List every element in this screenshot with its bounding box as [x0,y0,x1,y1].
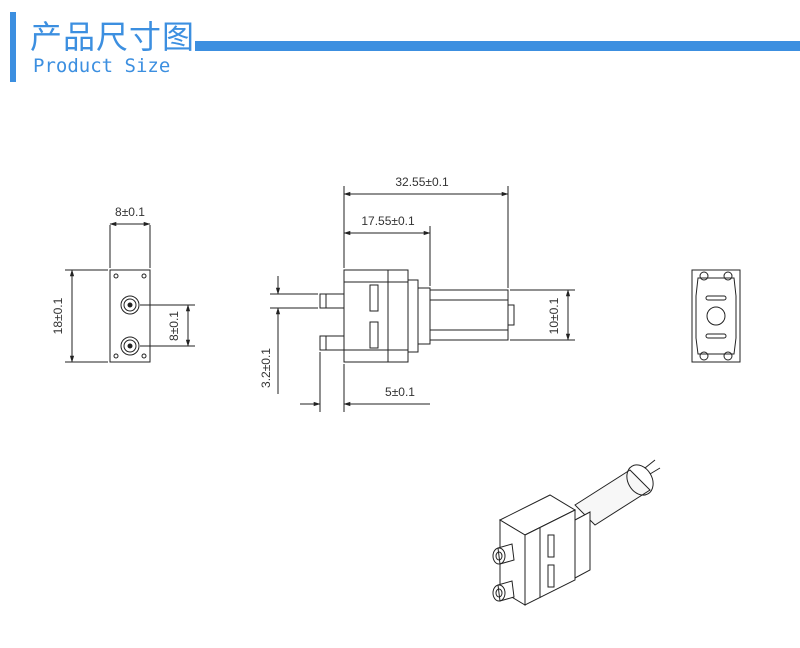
rear-terminal [705,333,727,339]
front-view-body [109,269,151,363]
front-port-upper [120,295,140,315]
rear-view [691,269,741,363]
header-accent-bar [10,12,16,82]
iso-port-lower [492,584,506,602]
rear-mount-hole [699,351,709,361]
side-flange [417,287,431,345]
dim-label-side-motor-height: 10±0.1 [547,297,561,334]
front-port-lower [120,336,140,356]
iso-motor-terminal [644,459,656,469]
side-connector [407,279,419,353]
side-port-upper [319,293,345,309]
front-port-lower-center [127,343,133,349]
iso-port-upper-body [497,543,515,565]
iso-motor-terminal [649,467,661,475]
side-head-slot [369,321,379,349]
dim-label-side-total-length: 32.55±0.1 [395,175,449,189]
rear-view-inner [695,277,737,355]
front-port-upper-inner [123,298,137,312]
side-motor-terminal [507,304,515,326]
dim-label-side-head-length: 17.55±0.1 [361,214,415,228]
iso-connector [574,511,591,579]
side-port-lower [319,335,345,351]
page-title-chinese: 产品尺寸图 [30,18,196,56]
side-head-slot [369,284,379,312]
iso-port-upper-inner [495,551,503,561]
front-view [65,221,195,363]
page-title-english: Product Size [33,55,171,77]
front-mount-hole [113,353,119,359]
dim-label-front-height: 18±0.1 [51,297,65,334]
front-mount-hole [113,273,119,279]
dim-label-front-width: 8±0.1 [115,205,145,219]
iso-port-lower-body [497,580,515,602]
front-port-lower-inner [123,339,137,353]
iso-head-slot [547,564,555,588]
rear-terminal [705,295,727,301]
rear-mount-hole [723,271,733,281]
side-motor [429,289,509,341]
front-mount-hole [141,273,147,279]
rear-shaft [706,306,726,326]
isometric-view [492,459,661,606]
rear-mount-hole [699,271,709,281]
side-view [270,186,575,412]
header-rule [195,41,800,51]
dim-label-side-port-offset: 3.2±0.1 [259,348,273,388]
rear-mount-hole [723,351,733,361]
dim-label-front-port-spacing: 8±0.1 [167,311,181,341]
dim-label-side-port-length: 5±0.1 [385,385,415,399]
iso-head-slot [547,534,555,558]
front-port-upper-center [127,302,133,308]
rear-view-outline [691,269,741,363]
front-mount-hole [141,353,147,359]
iso-port-lower-inner [495,588,503,598]
iso-port-upper [492,547,506,565]
